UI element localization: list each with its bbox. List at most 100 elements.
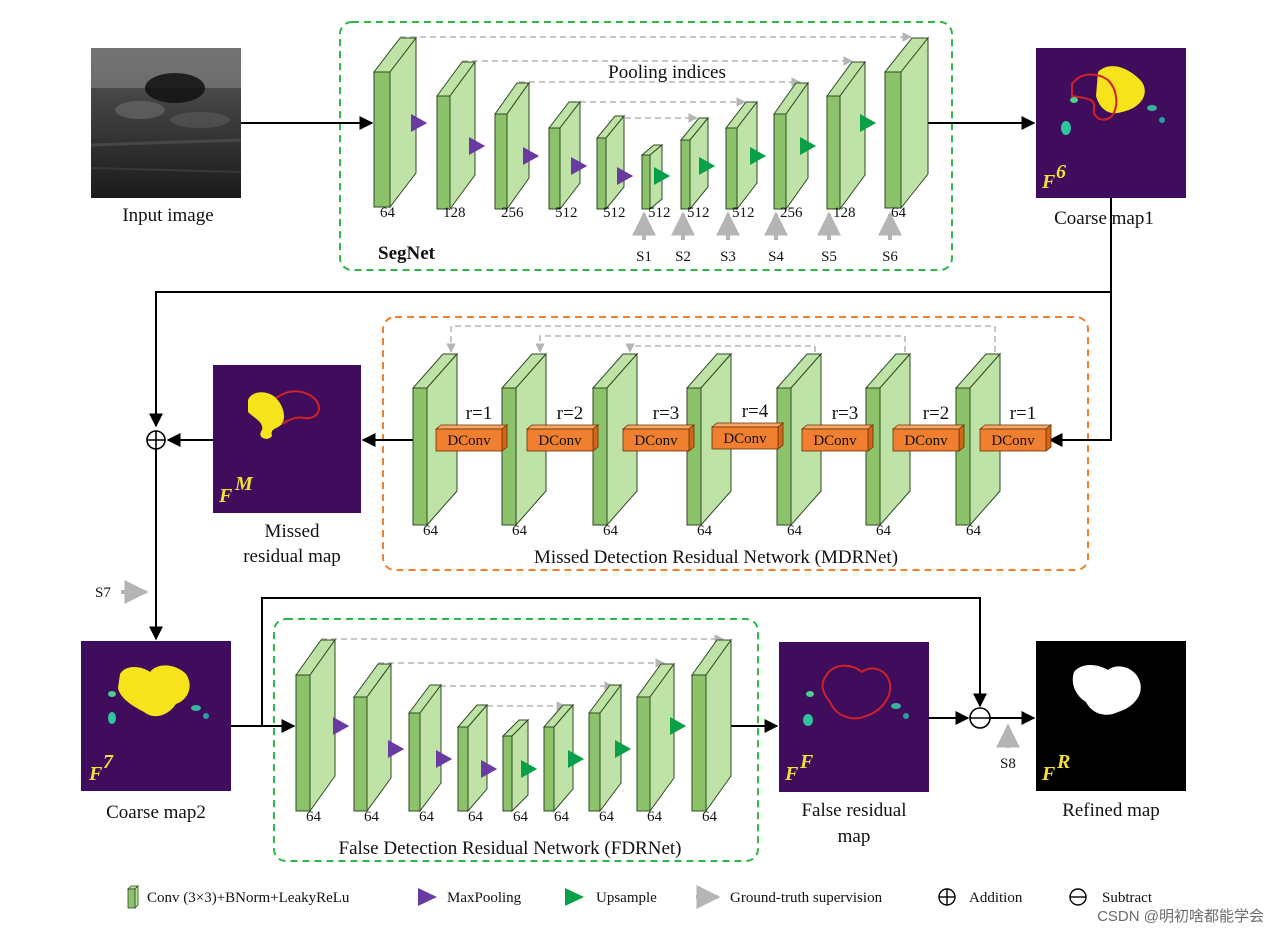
legend-gt-label: Ground-truth supervision bbox=[730, 890, 883, 906]
mdrnet-channel-label: 64 bbox=[603, 523, 619, 539]
legend-upsample-label: Upsample bbox=[596, 890, 657, 906]
coarse-map1-label: Coarse map1 bbox=[1054, 208, 1154, 229]
mdrnet-channel-label: 64 bbox=[697, 523, 713, 539]
mdrnet-channel-label: 64 bbox=[423, 523, 439, 539]
legend-conv-icon bbox=[127, 885, 139, 909]
fdrnet-conv-block bbox=[408, 683, 442, 813]
maxpool-icon bbox=[469, 137, 486, 155]
dconv-label: DConv bbox=[634, 433, 678, 449]
dilation-rate-label: r=1 bbox=[466, 403, 493, 424]
legend-conv-label: Conv (3×3)+BNorm+LeakyReLu bbox=[147, 890, 350, 906]
segnet-conv-block bbox=[826, 60, 866, 211]
dilation-skip-link bbox=[446, 325, 996, 353]
missed-residual-label-1: Missed bbox=[265, 521, 320, 542]
dilation-rate-label: r=1 bbox=[1010, 403, 1037, 424]
supervision-label: S5 bbox=[821, 249, 837, 265]
legend-subtract-label: Subtract bbox=[1102, 890, 1153, 906]
fdrnet-conv-block bbox=[691, 638, 732, 813]
fr-tag: F bbox=[1041, 763, 1056, 785]
maxpool-icon bbox=[571, 157, 588, 175]
dconv-block bbox=[710, 422, 785, 450]
segnet-conv-block bbox=[883, 36, 930, 210]
fm-tag-sup: M bbox=[234, 473, 254, 495]
segnet-channel-label: 512 bbox=[603, 205, 626, 221]
dconv-block bbox=[525, 424, 600, 452]
dilation-rate-label: r=3 bbox=[832, 403, 859, 424]
segnet-conv-block bbox=[372, 36, 418, 209]
coarse-map2: F 7 bbox=[81, 641, 231, 791]
fdrnet-conv-block bbox=[353, 662, 392, 813]
supervision-label: S3 bbox=[720, 249, 736, 265]
input-image-label: Input image bbox=[122, 205, 213, 226]
segnet-channel-label: 64 bbox=[891, 205, 907, 221]
fdrnet-conv-block bbox=[456, 703, 489, 813]
arrow-coarse1-to-sum bbox=[149, 198, 1112, 428]
addition-node bbox=[146, 430, 166, 450]
fdrnet-channel-label: 64 bbox=[599, 809, 615, 825]
dilation-rate-label: r=2 bbox=[923, 403, 950, 424]
segnet-channel-label: 512 bbox=[555, 205, 578, 221]
fdrnet-conv-block bbox=[636, 662, 675, 813]
dilation-skip-link bbox=[625, 343, 816, 353]
segnet-frame bbox=[339, 21, 953, 271]
fdrnet-frame bbox=[273, 618, 759, 862]
legend-addition-icon bbox=[938, 888, 956, 906]
segnet-channel-label: 64 bbox=[380, 205, 396, 221]
legend-maxpool-label: MaxPooling bbox=[447, 890, 522, 906]
upsample-icon bbox=[670, 717, 687, 735]
fdrnet-title: False Detection Residual Network (FDRNet… bbox=[339, 838, 682, 859]
segnet-channel-label: 512 bbox=[648, 205, 671, 221]
upsample-icon bbox=[568, 750, 585, 768]
s7-label: S7 bbox=[95, 585, 111, 601]
input-image bbox=[90, 48, 242, 198]
dconv-label: DConv bbox=[991, 433, 1035, 449]
refined-map-label: Refined map bbox=[1062, 800, 1160, 821]
mdrnet-conv-block bbox=[591, 352, 639, 527]
maxpool-icon bbox=[388, 740, 405, 758]
segnet-channel-label: 256 bbox=[501, 205, 524, 221]
maxpool-icon bbox=[436, 750, 453, 768]
supervision-label: S2 bbox=[675, 249, 691, 265]
upsample-icon bbox=[750, 147, 767, 165]
segnet-conv-block bbox=[436, 60, 476, 211]
maxpool-icon bbox=[617, 167, 634, 185]
segnet-channel-label: 512 bbox=[687, 205, 710, 221]
fdrnet-channel-label: 64 bbox=[554, 809, 570, 825]
dilation-rate-label: r=2 bbox=[557, 403, 584, 424]
pooling-indices-label: Pooling indices bbox=[608, 62, 726, 83]
segnet-conv-block bbox=[547, 100, 582, 211]
coarse-map2-label: Coarse map2 bbox=[106, 802, 206, 823]
ff-tag-sup: F bbox=[799, 751, 814, 773]
f6-tag: F bbox=[1041, 171, 1056, 193]
mdrnet-channel-label: 64 bbox=[966, 523, 982, 539]
mdrnet-channel-label: 64 bbox=[512, 523, 528, 539]
missed-residual-map: F M bbox=[213, 365, 361, 513]
fdrnet-channel-label: 64 bbox=[419, 809, 435, 825]
maxpool-icon bbox=[523, 147, 540, 165]
supervision-label: S1 bbox=[636, 249, 652, 265]
legend: Conv (3×3)+BNorm+LeakyReLu MaxPooling Up… bbox=[127, 885, 1153, 909]
dconv-block bbox=[434, 424, 509, 452]
dconv-label: DConv bbox=[813, 433, 857, 449]
mdrnet-frame bbox=[382, 316, 1089, 571]
segnet-channel-label: 256 bbox=[780, 205, 803, 221]
arrow-coarse2-bypass bbox=[261, 597, 987, 726]
dconv-block bbox=[891, 424, 966, 452]
fdrnet-channel-label: 64 bbox=[513, 809, 529, 825]
f6-tag-sup: 6 bbox=[1056, 161, 1066, 183]
supervision-label: S6 bbox=[882, 249, 898, 265]
segnet-conv-block bbox=[640, 143, 664, 211]
dilation-rate-label: r=4 bbox=[742, 401, 769, 422]
dconv-label: DConv bbox=[447, 433, 491, 449]
watermark: CSDN @明初啥都能学会 bbox=[1097, 908, 1264, 925]
fdrnet-conv-block bbox=[295, 638, 336, 813]
ff-tag: F bbox=[784, 763, 799, 785]
fdrnet-conv-block bbox=[501, 718, 530, 813]
segnet-channel-label: 128 bbox=[443, 205, 466, 221]
false-residual-label-2: map bbox=[838, 826, 871, 847]
mdrnet-channel-label: 64 bbox=[876, 523, 892, 539]
legend-subtract-icon bbox=[1069, 888, 1087, 906]
subtract-node bbox=[969, 707, 991, 729]
dconv-label: DConv bbox=[723, 431, 767, 447]
